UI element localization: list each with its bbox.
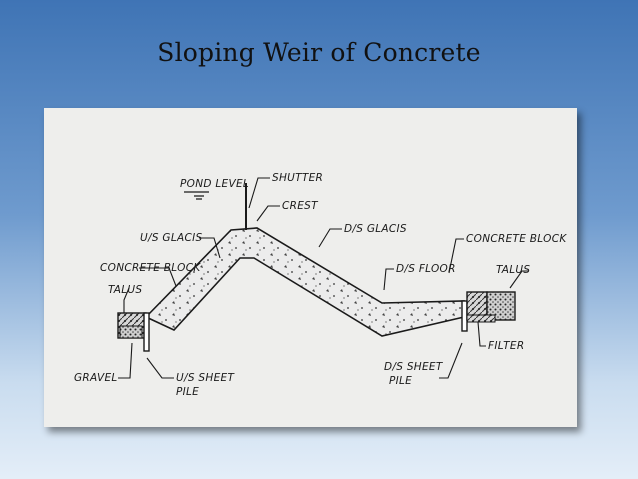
label-pond-level: POND LEVEL <box>180 178 249 190</box>
weir-body <box>144 227 465 337</box>
label-ds-floor: D/S FLOOR <box>396 263 456 275</box>
label-gravel: GRAVEL <box>74 372 118 384</box>
weir-diagram-figure: POND LEVEL SHUTTER CREST U/S GLACIS CONC… <box>44 108 577 427</box>
label-shutter: SHUTTER <box>272 172 323 184</box>
pond-level-symbol <box>194 195 204 200</box>
label-concrete-block-right: CONCRETE BLOCK <box>466 233 567 245</box>
label-us-glacis: U/S GLACIS <box>140 232 203 244</box>
upstream-gravel <box>119 325 143 339</box>
weir-cross-section-drawing: POND LEVEL SHUTTER CREST U/S GLACIS CONC… <box>74 172 567 398</box>
upstream-sheet-pile <box>143 312 150 352</box>
slide-title: Sloping Weir of Concrete <box>157 38 481 67</box>
label-ds-sheet-pile-line2: PILE <box>389 375 412 387</box>
downstream-filter <box>466 314 496 323</box>
label-us-sheet-pile-line2: PILE <box>176 386 199 398</box>
label-concrete-block-left: CONCRETE BLOCK <box>100 262 201 274</box>
label-ds-glacis: D/S GLACIS <box>344 223 407 235</box>
downstream-sheet-pile <box>461 300 468 332</box>
label-us-sheet-pile: U/S SHEET <box>176 372 235 384</box>
label-ds-sheet-pile: D/S SHEET <box>384 361 444 373</box>
label-filter: FILTER <box>488 340 524 352</box>
label-leaders <box>118 177 528 379</box>
label-crest: CREST <box>282 200 319 212</box>
label-talus-right: TALUS <box>496 264 530 276</box>
label-talus-left: TALUS <box>108 284 142 296</box>
